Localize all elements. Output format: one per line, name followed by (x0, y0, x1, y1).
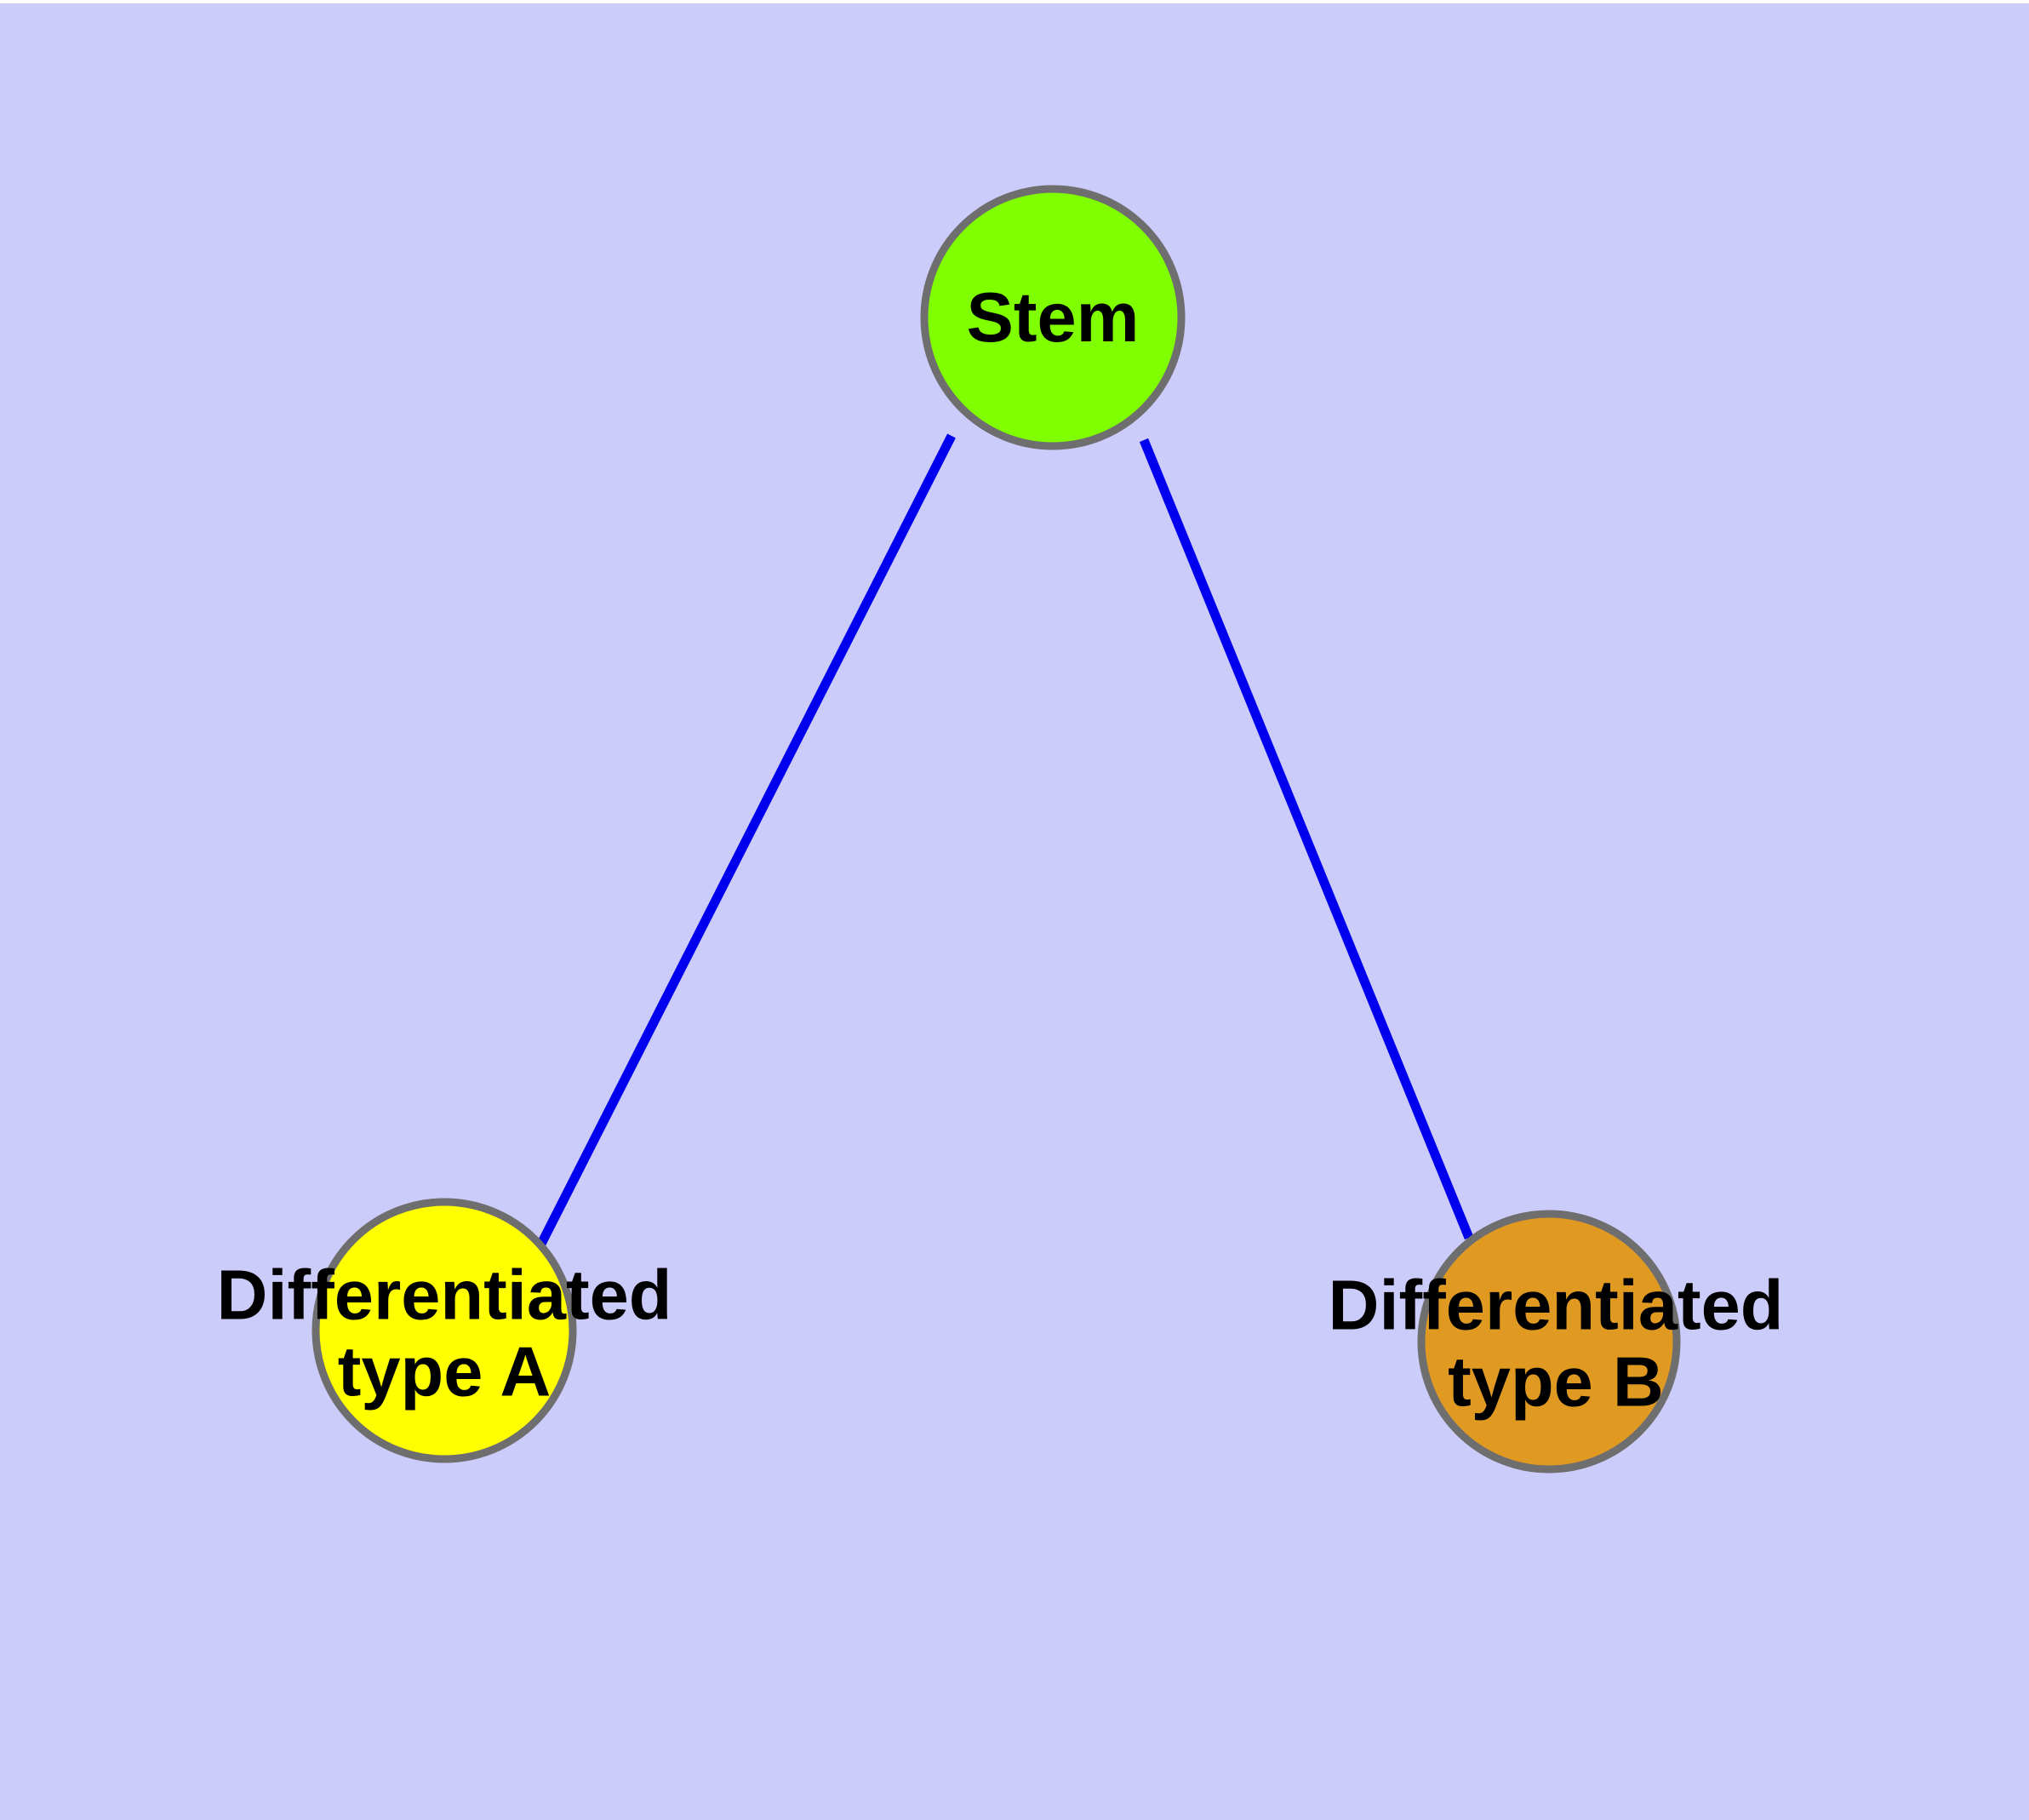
node-differentiated-type-a[interactable] (311, 1198, 577, 1463)
node-layer (311, 185, 1681, 1474)
edge-layer (534, 433, 1474, 1253)
node-stem[interactable] (920, 185, 1186, 450)
node-differentiated-type-b[interactable] (1417, 1210, 1681, 1474)
edge-stem-to-differentiated-type-a[interactable] (534, 433, 956, 1253)
edge-stem-to-differentiated-type-b[interactable] (1139, 438, 1474, 1240)
